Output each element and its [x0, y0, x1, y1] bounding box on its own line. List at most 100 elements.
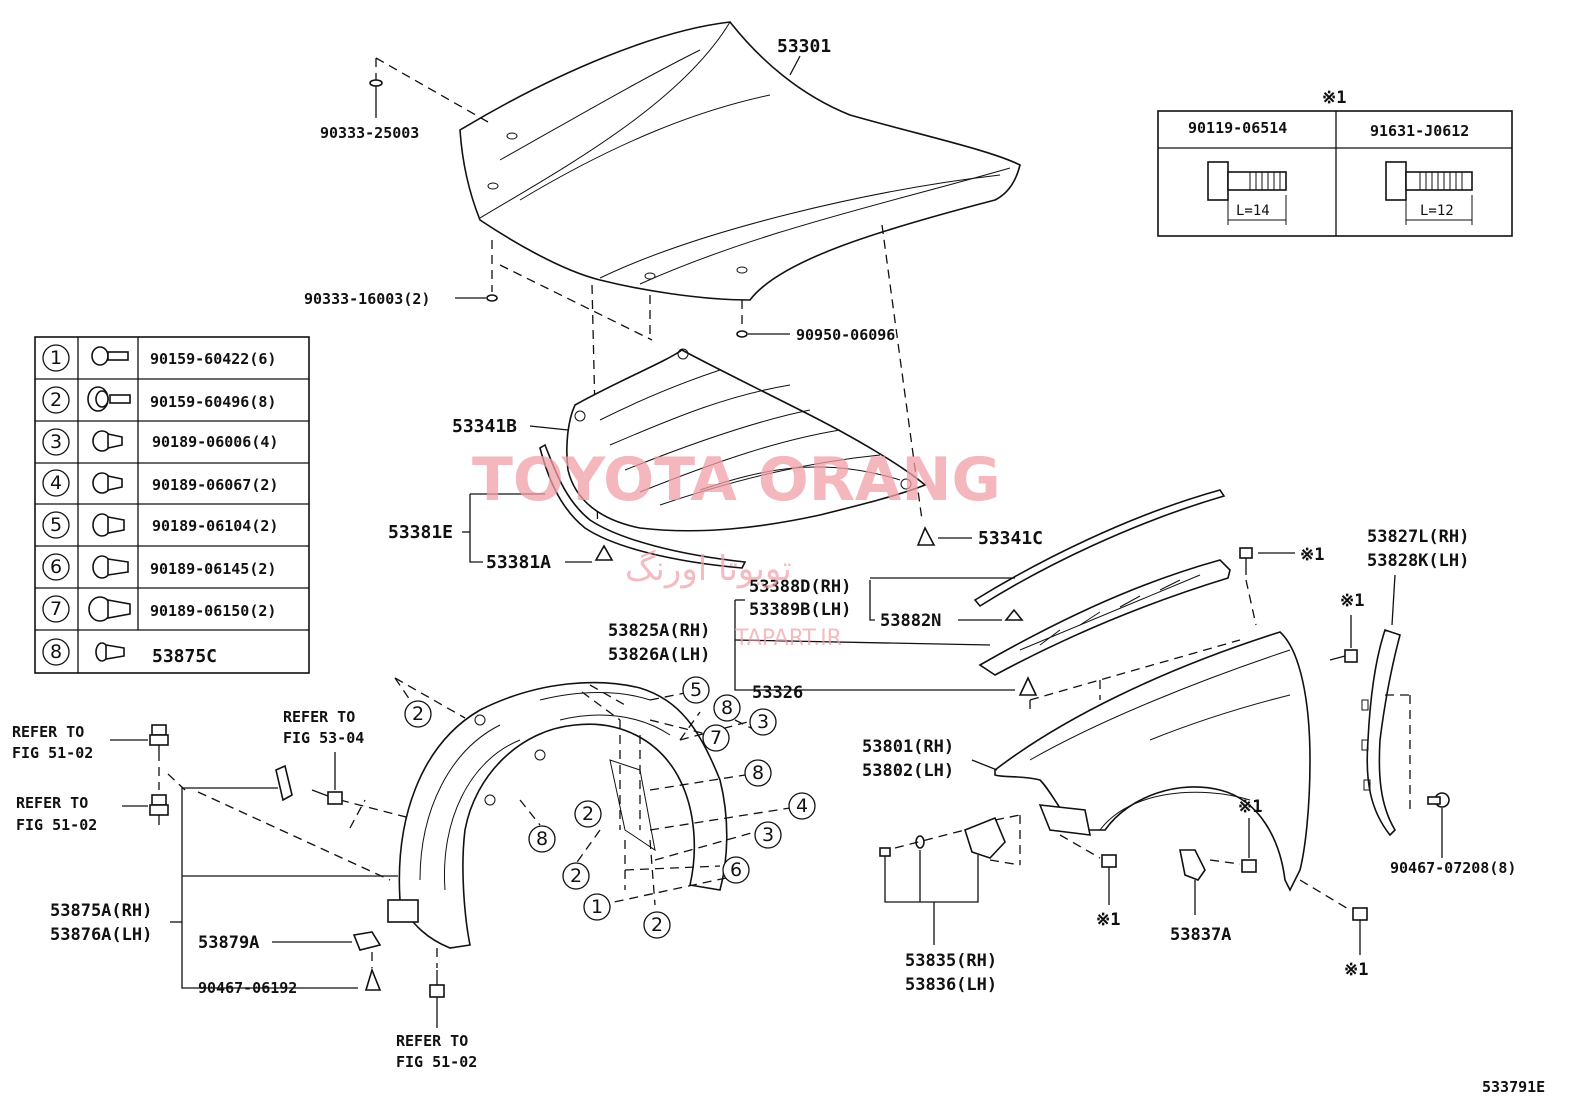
refer-3-a: REFER TO [283, 708, 355, 726]
hood-bumper[interactable] [369, 57, 489, 123]
legend-num-7: 7 [50, 598, 62, 620]
hood-bumper-2[interactable] [455, 240, 653, 341]
callout-2c: 2 [562, 862, 590, 890]
seal-clip[interactable] [565, 544, 614, 563]
legend-num-5: 5 [50, 514, 62, 536]
fender-lower-bracket[interactable] [1038, 804, 1092, 836]
callout-4: 4 [788, 792, 816, 820]
liner-bolt-top[interactable] [110, 724, 169, 790]
bolt-col2-length: L=12 [1420, 203, 1454, 219]
liner-fast-label: 90467-06192 [198, 979, 297, 997]
callout-2b: 2 [574, 800, 602, 828]
mark-5: ※1 [1344, 960, 1368, 980]
hood[interactable] [459, 21, 1021, 301]
svg-text:2: 2 [570, 865, 582, 887]
splash-clip[interactable] [1427, 792, 1450, 858]
seal-clip-label: 53381A [486, 552, 551, 573]
splash-rh-label: 53827L(RH) [1367, 527, 1469, 547]
hood-label: 53301 [777, 36, 831, 57]
callout-7: 7 [702, 724, 730, 752]
legend-num-2: 2 [50, 389, 62, 411]
liner-clip[interactable] [272, 931, 382, 951]
mark-3: ※1 [1096, 910, 1120, 930]
svg-text:7: 7 [710, 727, 722, 749]
legend-num-8: 8 [50, 641, 62, 663]
front-fender[interactable] [994, 631, 1311, 892]
splash-shield[interactable] [1361, 628, 1401, 837]
fender-bolt-bottom[interactable] [1299, 879, 1368, 955]
fender-bracket[interactable] [978, 559, 1231, 676]
legend-part-2: 90159-60496(8) [150, 393, 276, 411]
legend-part-6: 90189-06145(2) [150, 560, 276, 578]
seal-lh-label: 53389B(LH) [749, 600, 851, 620]
clip-icon [92, 555, 129, 579]
cushion[interactable] [736, 300, 790, 338]
svg-text:8: 8 [536, 828, 548, 850]
insulator-clip[interactable] [916, 526, 972, 546]
hood-insulator[interactable] [566, 348, 927, 532]
cushion-label: 90950-06096 [796, 326, 895, 344]
clip-icon [92, 430, 123, 452]
splash-clip-label: 90467-07208(8) [1390, 859, 1516, 877]
liner-rh-label: 53875A(RH) [50, 901, 152, 921]
liner-fastener[interactable] [364, 952, 382, 991]
hood-seal[interactable] [539, 443, 747, 569]
fender-bolt-top[interactable] [1239, 547, 1295, 626]
callout-8c: 8 [528, 825, 556, 853]
fender-bracket-3[interactable] [1179, 849, 1206, 881]
liner-lh-label: 53876A(LH) [50, 925, 152, 945]
mark-2: ※1 [1340, 591, 1364, 611]
fender-bolt-mid[interactable] [1209, 818, 1257, 873]
fender-liner[interactable] [387, 681, 728, 949]
fender-bracket-2[interactable] [964, 814, 1021, 866]
watermark-site: TAPART.IR [734, 626, 842, 651]
callout-8a: 8 [713, 694, 741, 722]
clip-icon [92, 513, 125, 537]
liner-hook[interactable] [275, 764, 293, 802]
watermark-main: TOYOTA ORANG [472, 445, 1001, 515]
bolt-2-icon [1385, 161, 1473, 225]
bracket3-label: 53837A [1170, 925, 1231, 945]
callout-6: 6 [722, 856, 750, 884]
svg-text:8: 8 [721, 697, 733, 719]
fender-rh-label: 53801(RH) [862, 737, 954, 757]
bolt-col1-part: 90119-06514 [1188, 119, 1287, 137]
bolt-1-icon [1207, 161, 1287, 225]
liner-bolt-bottom[interactable] [429, 948, 445, 1028]
hood-bumper-label: 90333-25003 [320, 124, 419, 142]
legend-part-1: 90159-60422(6) [150, 350, 276, 368]
svg-text:2: 2 [582, 803, 594, 825]
splash-lh-label: 53828K(LH) [1367, 551, 1469, 571]
fender-lh-label: 53802(LH) [862, 761, 954, 781]
svg-text:4: 4 [796, 795, 808, 817]
bracket2-lh-label: 53836(LH) [905, 975, 997, 995]
callout-5: 5 [682, 676, 710, 704]
liner-clip-label: 53879A [198, 933, 259, 953]
fender-seal[interactable] [973, 489, 1226, 608]
insulator-clip-label: 53341C [978, 528, 1043, 549]
figure-code: 533791E [1482, 1078, 1545, 1096]
protector-label: 53326 [752, 683, 803, 703]
liner-bolt-refer[interactable] [311, 752, 343, 805]
svg-text:2: 2 [651, 914, 663, 936]
protector-clip[interactable] [1018, 676, 1038, 696]
refer-1-a: REFER TO [12, 723, 84, 741]
seal-group-label: 53381E [388, 522, 453, 543]
fender-seal-clip[interactable] [958, 608, 1024, 621]
svg-text:6: 6 [730, 859, 742, 881]
bolt-col2-part: 91631-J0612 [1370, 122, 1469, 140]
callout-2d: 2 [643, 911, 671, 939]
liner-bolt-mid[interactable] [122, 794, 169, 825]
legend-part-7: 90189-06150(2) [150, 602, 276, 620]
clip-icon [92, 472, 123, 494]
fender-bolt-right[interactable] [1329, 615, 1358, 663]
seal-rh-label: 53388D(RH) [749, 577, 851, 597]
fender-bolt-lower[interactable] [1059, 834, 1117, 905]
bracket-rh-label: 53825A(RH) [608, 621, 710, 641]
bracket-screw[interactable] [879, 847, 891, 866]
legend-part-4: 90189-06067(2) [152, 476, 278, 494]
refer-2-b: FIG 51-02 [16, 816, 97, 834]
refer-1-b: FIG 51-02 [12, 744, 93, 762]
